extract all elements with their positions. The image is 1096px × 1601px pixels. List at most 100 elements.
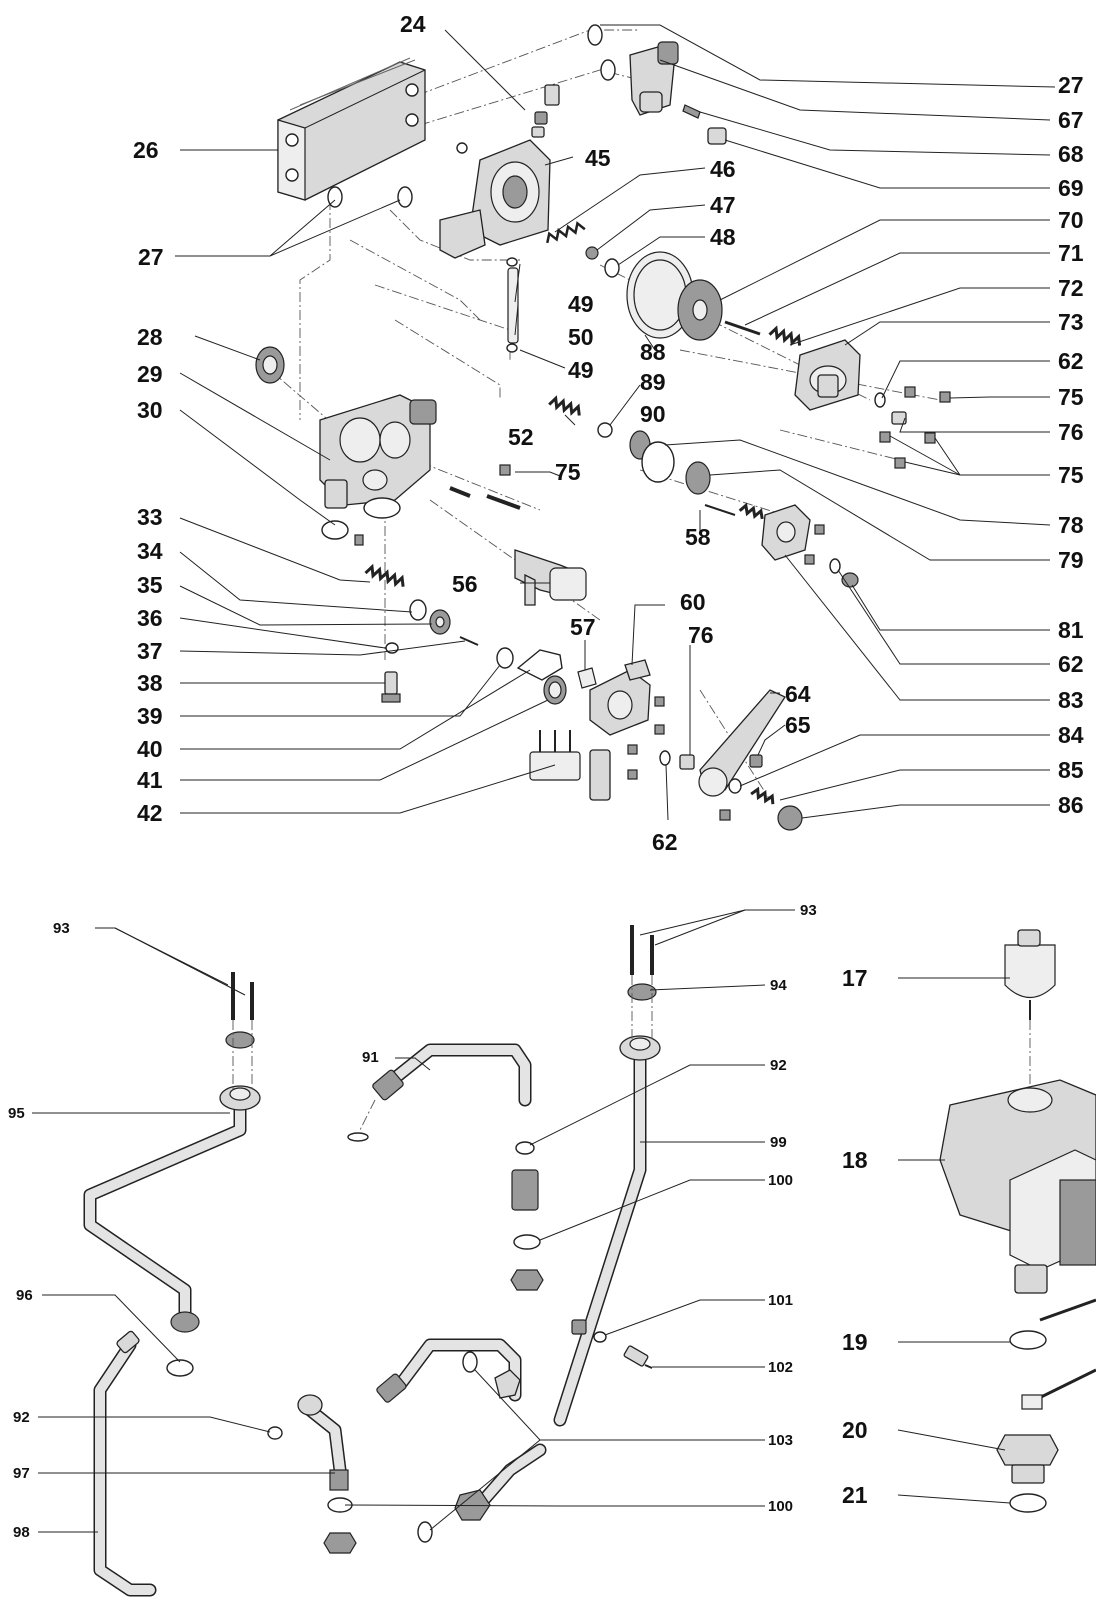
spring-52 <box>548 395 581 416</box>
label-21: 21 <box>842 1482 868 1508</box>
washer-62-c <box>659 750 671 766</box>
label-47: 47 <box>710 192 736 218</box>
label-41: 41 <box>137 767 163 793</box>
label-24: 24 <box>400 11 426 37</box>
label-49-b: 49 <box>568 357 594 383</box>
label-34: 34 <box>137 538 163 564</box>
spring-33 <box>364 563 405 588</box>
label-33: 33 <box>137 504 163 530</box>
plug-86 <box>777 805 803 831</box>
seal-27-b <box>600 59 616 81</box>
label-102: 102 <box>768 1359 793 1376</box>
label-38: 38 <box>137 670 163 696</box>
lever-64 <box>698 689 786 797</box>
label-76-b: 76 <box>688 622 714 648</box>
label-98: 98 <box>13 1524 30 1541</box>
label-86: 86 <box>1058 792 1084 818</box>
label-58: 58 <box>685 524 711 550</box>
seal-27-a <box>587 24 603 46</box>
label-39: 39 <box>137 703 163 729</box>
part-47 <box>585 246 599 260</box>
label-19: 19 <box>842 1329 868 1355</box>
disc-79 <box>685 461 711 495</box>
label-42: 42 <box>137 800 163 826</box>
leader-lines-bottom <box>32 909 1011 1533</box>
label-71: 71 <box>1058 240 1084 266</box>
oring-49-b <box>506 343 518 353</box>
valve-56 <box>514 549 587 606</box>
label-93-right: 93 <box>800 902 817 919</box>
seal-96 <box>166 1359 194 1377</box>
label-45: 45 <box>585 145 611 171</box>
label-72: 72 <box>1058 275 1084 301</box>
connector-42 <box>529 730 611 801</box>
label-46: 46 <box>710 156 736 182</box>
label-103: 103 <box>768 1432 793 1449</box>
label-56: 56 <box>452 571 478 597</box>
label-62-a: 62 <box>1058 348 1084 374</box>
screw-75-c <box>879 431 891 443</box>
part-labels-top: 24 26 27 27 67 68 69 70 71 72 73 62 75 7… <box>133 11 1084 855</box>
label-92-left: 92 <box>13 1409 30 1426</box>
label-70: 70 <box>1058 207 1084 233</box>
screw-60-c <box>627 744 638 755</box>
label-89: 89 <box>640 369 666 395</box>
pipe-91-upper <box>347 1043 532 1142</box>
pin-65 <box>749 754 763 768</box>
label-40: 40 <box>137 736 163 762</box>
disc-70 <box>677 279 723 341</box>
label-36: 36 <box>137 605 163 631</box>
air-vent-17 <box>1004 929 1056 1085</box>
spring-46 <box>546 221 586 244</box>
label-75-c: 75 <box>555 459 581 485</box>
bottom-assembly: 93 95 96 92 97 98 91 93 94 92 99 100 101… <box>8 902 1096 1597</box>
label-60: 60 <box>680 589 706 615</box>
label-75-b: 75 <box>1058 462 1084 488</box>
label-49-a: 49 <box>568 291 594 317</box>
disk-89 <box>597 422 613 438</box>
label-79: 79 <box>1058 547 1084 573</box>
screw-83-a <box>814 524 825 535</box>
washer-94 <box>627 983 657 1001</box>
clip-57 <box>577 667 597 689</box>
label-27-left: 27 <box>138 244 164 270</box>
seal-27-d <box>397 186 413 208</box>
label-57: 57 <box>570 614 596 640</box>
label-68: 68 <box>1058 141 1084 167</box>
rod-71 <box>724 320 761 336</box>
label-91: 91 <box>362 1049 379 1066</box>
screw-68 <box>682 104 701 119</box>
cable <box>1021 1298 1096 1410</box>
screw-60-a <box>654 696 665 707</box>
pipe-91 <box>376 1338 522 1403</box>
label-93-left: 93 <box>53 920 70 937</box>
label-78: 78 <box>1058 512 1084 538</box>
label-29: 29 <box>137 361 163 387</box>
screw-60-d <box>627 769 638 780</box>
seal-27-c <box>327 186 343 208</box>
label-27-right: 27 <box>1058 72 1084 98</box>
label-75-a: 75 <box>1058 384 1084 410</box>
spring-85 <box>750 786 775 805</box>
seal-103-b <box>417 1521 433 1543</box>
fitting-mid <box>511 1169 539 1211</box>
oring-49-a <box>506 257 518 267</box>
screw-75-f <box>499 464 511 476</box>
label-64: 64 <box>785 681 811 707</box>
label-52: 52 <box>508 424 534 450</box>
label-81: 81 <box>1058 617 1084 643</box>
label-20: 20 <box>842 1417 868 1443</box>
label-85: 85 <box>1058 757 1084 783</box>
pipe-103 <box>454 1369 547 1521</box>
label-65: 65 <box>785 712 811 738</box>
fitting-101 <box>571 1319 587 1335</box>
long-screw-a <box>449 486 471 498</box>
screw-60-b <box>654 724 665 735</box>
nut-28 <box>255 346 285 384</box>
clip-101 <box>593 1331 607 1343</box>
screw-75-e <box>894 457 906 469</box>
label-92-right: 92 <box>770 1057 787 1074</box>
screw-75-a <box>904 386 916 398</box>
screw-83-b <box>804 554 815 565</box>
top-assembly: 24 26 27 27 67 68 69 70 71 72 73 62 75 7… <box>133 11 1084 855</box>
